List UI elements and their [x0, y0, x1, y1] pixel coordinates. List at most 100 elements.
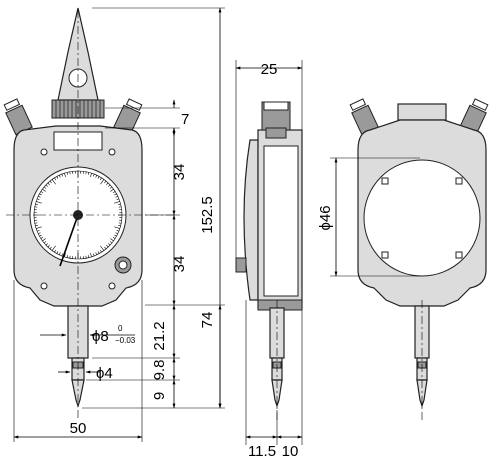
- side-lock: [235, 257, 247, 273]
- side-dims: 25 11.5 10: [235, 60, 303, 460]
- dial-tick: [109, 186, 113, 189]
- dial-tick: [110, 188, 114, 192]
- front-vertical-dims: 7 34 34 21.2 9.8 9 74 152.5: [82, 7, 225, 409]
- dial-tick: [42, 238, 46, 242]
- dial-tick: [97, 176, 100, 179]
- dim-9: 9: [151, 392, 168, 400]
- dim-11-5: 11.5: [248, 443, 276, 460]
- dial-tick: [54, 177, 57, 181]
- dial-tick: [100, 245, 105, 251]
- dial-tick: [49, 246, 52, 250]
- dim-phi4: ϕ4: [96, 365, 113, 382]
- dial-tick: [43, 186, 47, 189]
- dial-tick: [97, 251, 100, 254]
- dial-tick: [47, 245, 50, 248]
- dial-tick: [108, 243, 111, 246]
- dial-tick: [66, 255, 68, 258]
- dial-tick: [47, 182, 50, 185]
- dim-phi8-tol-lower: −0.03: [115, 336, 136, 345]
- dial-tick: [64, 173, 66, 178]
- dial-tick: [42, 188, 46, 192]
- front-tip: [71, 379, 85, 408]
- dial-tick: [114, 226, 120, 229]
- dial-tick: [104, 180, 107, 184]
- dial-tick: [58, 175, 61, 178]
- dial-tick: [114, 234, 117, 237]
- dial-tick: [114, 201, 120, 204]
- dial-tick: [114, 193, 117, 196]
- dial-tick: [40, 191, 44, 194]
- dim-21-2: 21.2: [151, 321, 168, 350]
- dial-ticks: [34, 171, 122, 259]
- dial-tick: [58, 252, 61, 255]
- side-crystal: [243, 139, 259, 301]
- dim-9-8: 9.8: [151, 360, 168, 381]
- dial-tick: [115, 232, 118, 235]
- dim-74: 74: [199, 312, 216, 329]
- dial-tick: [95, 252, 98, 255]
- front-width-dim: 50: [13, 280, 143, 442]
- dial-tick: [35, 203, 38, 205]
- dial-tick: [90, 252, 92, 257]
- dial-tick: [99, 177, 102, 181]
- back-cover: [363, 159, 481, 277]
- back-top-cap: [397, 103, 447, 121]
- dial-tick: [64, 252, 66, 257]
- dial-tick: [110, 238, 114, 242]
- dial-tick: [106, 245, 109, 248]
- dial-tick: [36, 229, 40, 232]
- dial-tick: [100, 179, 105, 185]
- stem-diameter-labels: ϕ8 0 −0.03 ϕ4: [40, 324, 136, 382]
- dial-tick: [118, 225, 121, 227]
- dial-tick: [92, 253, 95, 257]
- dial-tick: [56, 251, 59, 254]
- dial-tick: [39, 193, 42, 196]
- dial-tick: [43, 241, 47, 244]
- dial-tick: [36, 198, 40, 201]
- dial-tick: [95, 175, 98, 178]
- dial-tick: [92, 173, 95, 177]
- dial-tick: [116, 198, 120, 201]
- front-left-screw: [3, 98, 33, 136]
- dial-tick: [38, 195, 41, 198]
- dial-tick: [45, 243, 48, 246]
- dim-34-lower: 34: [171, 256, 188, 273]
- dial-tick: [118, 203, 121, 205]
- dial-tick: [39, 234, 42, 237]
- dim-phi46: ϕ46: [317, 205, 334, 230]
- dial-needle: [59, 214, 79, 267]
- dial-tick: [104, 246, 107, 250]
- dial-tick: [112, 236, 116, 239]
- dim-25: 25: [261, 61, 278, 78]
- dial-tick: [54, 249, 57, 253]
- dial-tick: [88, 172, 90, 175]
- dial-tick: [112, 191, 116, 194]
- dial-tick: [40, 236, 44, 239]
- dial-tick: [106, 182, 109, 185]
- dim-152-5: 152.5: [199, 196, 216, 234]
- dial-tick: [88, 255, 90, 258]
- dial-tick: [45, 184, 48, 187]
- dial-tick: [90, 173, 92, 178]
- dial-tick: [36, 226, 42, 229]
- front-view: [3, 7, 175, 420]
- dial-tick: [35, 225, 38, 227]
- dial-tick: [36, 201, 42, 204]
- dial-tick: [56, 176, 59, 179]
- back-diameter-dim: ϕ46: [317, 157, 420, 277]
- dial-tick: [116, 229, 120, 232]
- dim-phi8-tol-upper: 0: [118, 324, 123, 333]
- dial-tick: [108, 184, 111, 187]
- dial-tick: [61, 253, 64, 257]
- dim-10: 10: [282, 443, 299, 460]
- dial-tick: [49, 180, 52, 184]
- dial-tick: [66, 172, 68, 175]
- side-view: [235, 101, 303, 420]
- dim-50: 50: [70, 420, 87, 437]
- back-view: [349, 98, 489, 420]
- dim-7: 7: [181, 111, 189, 128]
- dial-tick: [51, 245, 56, 251]
- dial-tick: [99, 249, 102, 253]
- dial-tick: [61, 173, 64, 177]
- dial-tick: [51, 179, 56, 185]
